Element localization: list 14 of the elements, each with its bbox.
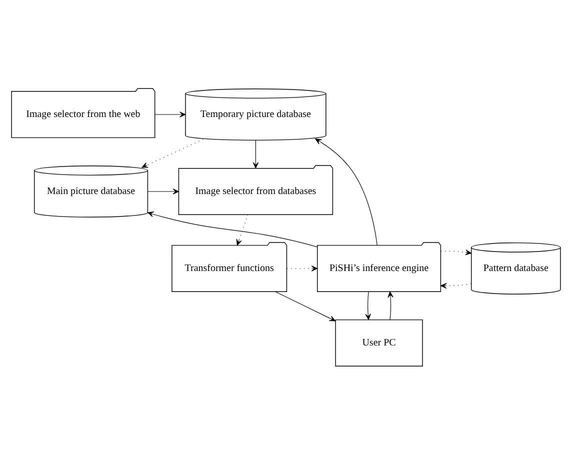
arrow: [440, 249, 472, 255]
arrow: [315, 138, 378, 245]
arrow: [275, 290, 336, 321]
arrow: [142, 138, 204, 168]
node-box: User PC: [335, 318, 423, 366]
arrow: [148, 188, 179, 194]
arrow: [388, 290, 394, 320]
arrow: [252, 139, 259, 168]
arrow: [154, 111, 186, 117]
arrow: [236, 214, 248, 246]
arrow: [147, 210, 318, 247]
arrow: [365, 290, 371, 320]
arrow: [286, 265, 318, 271]
arrow: [440, 282, 472, 288]
